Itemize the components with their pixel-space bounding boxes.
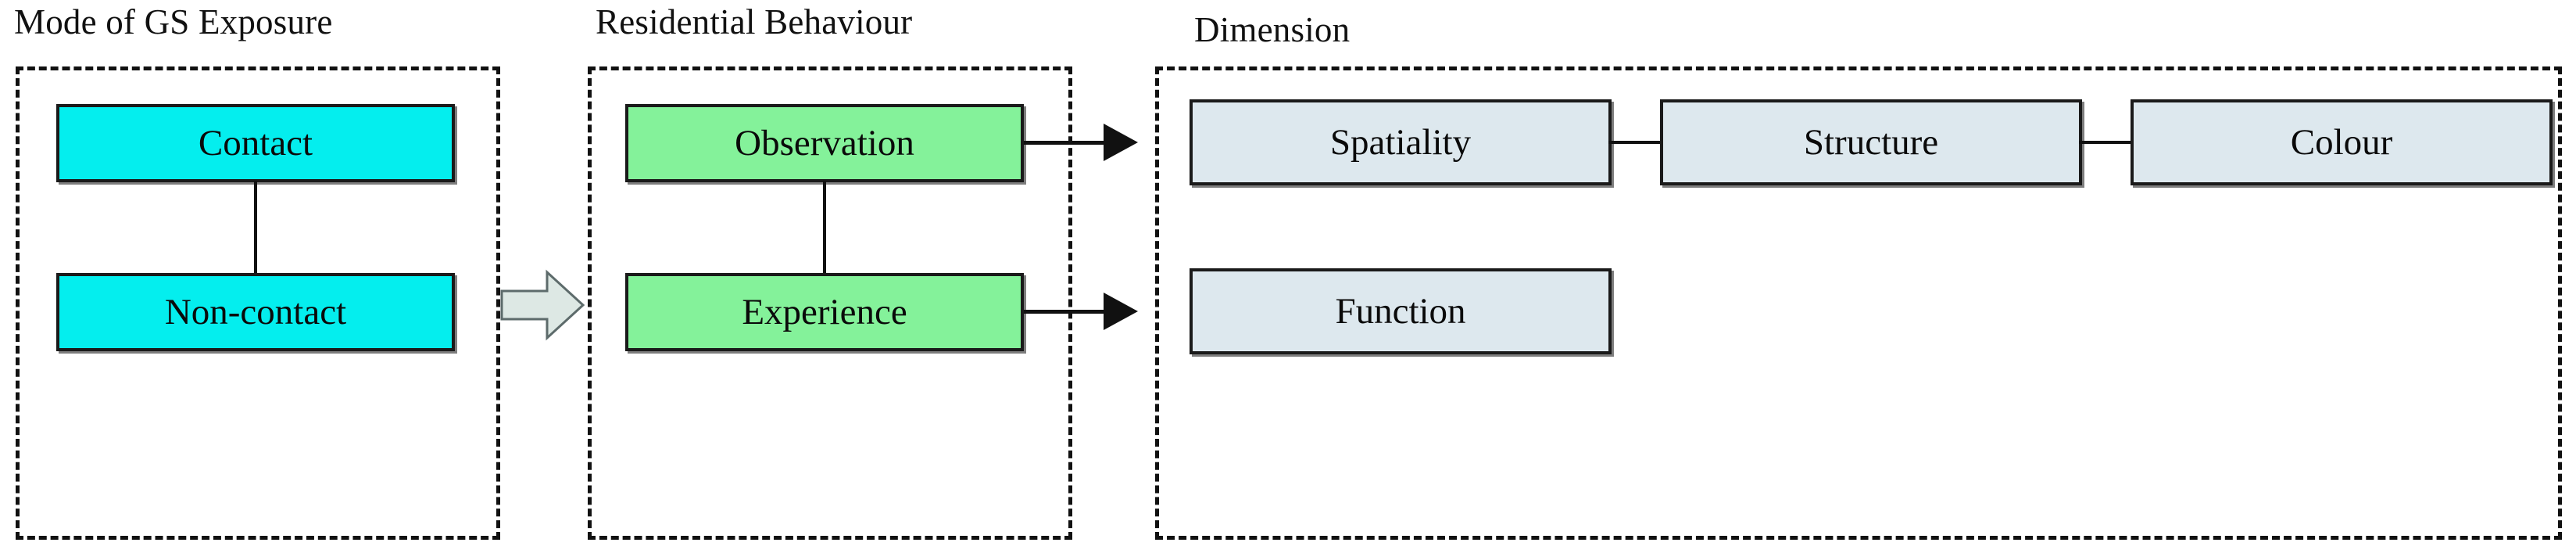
node-label-non-contact: Non-contact bbox=[164, 292, 347, 332]
node-structure[interactable]: Structure bbox=[1660, 99, 2082, 185]
arrow-head-observation-to-spatiality bbox=[1104, 124, 1138, 161]
node-experience[interactable]: Experience bbox=[625, 273, 1024, 351]
node-function[interactable]: Function bbox=[1190, 268, 1612, 354]
node-label-function: Function bbox=[1335, 291, 1466, 332]
node-contact[interactable]: Contact bbox=[56, 104, 455, 182]
arrow-shaft-experience-to-function bbox=[1024, 310, 1110, 314]
node-label-colour: Colour bbox=[2290, 122, 2393, 163]
node-label-contact: Contact bbox=[198, 123, 313, 163]
connector-observation-to-experience bbox=[823, 181, 826, 275]
connector-structure-to-colour bbox=[2079, 141, 2134, 144]
node-observation[interactable]: Observation bbox=[625, 104, 1024, 182]
connector-contact-to-non-contact bbox=[254, 181, 257, 275]
arrow-head-experience-to-function bbox=[1104, 293, 1138, 330]
connector-spatiality-to-structure bbox=[1608, 141, 1663, 144]
block-arrow-exposure-to-behaviour bbox=[499, 266, 586, 344]
group-dimension bbox=[1155, 66, 2562, 540]
group-mode-of-gs-exposure bbox=[16, 66, 500, 540]
group-title-residential-behaviour: Residential Behaviour bbox=[596, 2, 913, 41]
group-title-mode-of-gs-exposure: Mode of GS Exposure bbox=[14, 2, 333, 41]
node-spatiality[interactable]: Spatiality bbox=[1190, 99, 1612, 185]
node-label-spatiality: Spatiality bbox=[1329, 122, 1472, 163]
group-title-dimension: Dimension bbox=[1194, 10, 1351, 49]
arrow-shaft-observation-to-spatiality bbox=[1024, 141, 1110, 145]
node-colour[interactable]: Colour bbox=[2131, 99, 2553, 185]
node-non-contact[interactable]: Non-contact bbox=[56, 273, 455, 351]
node-label-structure: Structure bbox=[1803, 122, 1939, 163]
node-label-observation: Observation bbox=[735, 123, 914, 163]
node-label-experience: Experience bbox=[742, 292, 907, 332]
group-residential-behaviour bbox=[588, 66, 1072, 540]
